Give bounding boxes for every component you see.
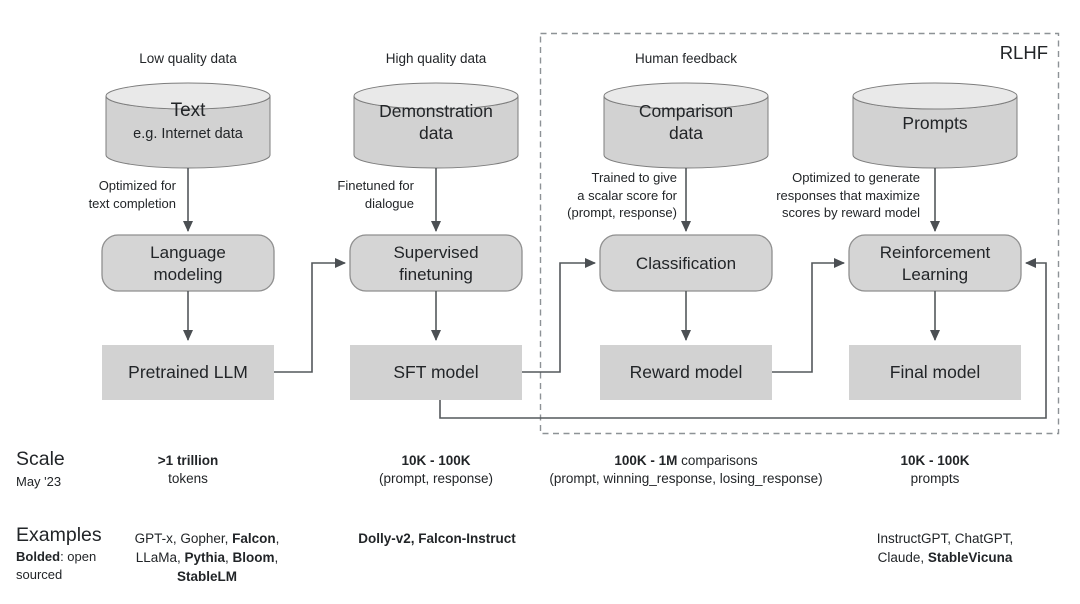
scale-sft-line1: 10K - 100K xyxy=(401,453,471,468)
examples-sft-line1: Dolly-v2, Falcon-Instruct xyxy=(358,531,516,546)
cylinder-prompts-title: Prompts xyxy=(902,113,968,133)
scale-prompts-line2: prompts xyxy=(910,471,960,486)
top-label-high-quality-data: High quality data xyxy=(385,51,487,66)
scale-tokens-line1: >1 trillion xyxy=(157,453,219,468)
examples-pretrained-line2: LLaMa, Pythia, Bloom, xyxy=(135,550,279,565)
model-label-final-model: Final model xyxy=(889,362,981,382)
scale-comparisons-line1: 100K - 1M comparisons xyxy=(614,453,758,468)
process-label-reinforcement-learning: Reinforcement Learning xyxy=(879,243,991,284)
rlhf-dashed-box xyxy=(539,32,1060,435)
top-label-human-feedback: Human feedback xyxy=(634,51,738,66)
model-label-sft-model: SFT model xyxy=(393,362,479,382)
model-label-reward-model: Reward model xyxy=(629,362,743,382)
cylinder-text-data xyxy=(105,82,271,169)
connector-reward-model-to-rl xyxy=(772,258,845,373)
scale-header: Scale xyxy=(16,448,65,470)
box-pretrained-llm xyxy=(102,345,274,400)
cylinder-comparison-title: Comparison data xyxy=(638,101,734,143)
examples-final-line1: InstructGPT, ChatGPT, xyxy=(876,531,1014,546)
box-sft-model xyxy=(350,345,522,400)
process-label-supervised-finetuning: Supervised finetuning xyxy=(393,243,479,284)
arrow-label-finetuned-dialogue: Finetuned for dialogue xyxy=(337,178,414,211)
cylinder-prompts xyxy=(852,82,1018,169)
examples-subheader-line1: Bolded: open xyxy=(16,549,97,564)
cylinder-text-title: Text xyxy=(170,100,206,121)
examples-subheader-line2: sourced xyxy=(16,567,63,582)
examples-final-line2: Claude, StableVicuna xyxy=(877,550,1013,565)
arrow-label-optimized-text-completion: Optimized for text completion xyxy=(88,178,176,211)
connector-sft-model-to-classification xyxy=(522,258,596,373)
cylinder-demonstration-title: Demonstration data xyxy=(379,101,493,143)
examples-header: Examples xyxy=(16,524,102,546)
scale-sft-line2: (prompt, response) xyxy=(378,471,494,486)
model-label-pretrained-llm: Pretrained LLM xyxy=(128,362,248,382)
connector-pretrained-to-supervised-finetuning xyxy=(274,258,346,373)
examples-pretrained-line3: StableLM xyxy=(176,569,237,584)
process-label-language-modeling: Language modeling xyxy=(150,243,226,284)
process-label-classification: Classification xyxy=(635,254,737,273)
rlhf-label: RLHF xyxy=(999,42,1048,63)
cylinder-demonstration-data xyxy=(353,82,519,169)
cylinder-text-subtitle: e.g. Internet data xyxy=(133,126,243,142)
scale-subheader: May '23 xyxy=(16,474,62,489)
arrow-label-scalar-score: Trained to give a scalar score for (prom… xyxy=(567,170,677,220)
box-reward-model xyxy=(600,345,772,400)
box-final-model xyxy=(849,345,1021,400)
cylinder-comparison-data xyxy=(603,82,769,169)
examples-pretrained-line1: GPT-x, Gopher, Falcon, xyxy=(134,531,280,546)
scale-comparisons-line2: (prompt, winning_response, losing_respon… xyxy=(549,471,823,486)
top-label-low-quality-data: Low quality data xyxy=(139,51,237,66)
connector-sft-model-to-rl-feedback xyxy=(439,258,1047,419)
arrow-label-maximize-scores: Optimized to generate responses that max… xyxy=(776,170,920,220)
scale-tokens-line2: tokens xyxy=(168,471,208,486)
scale-prompts-line1: 10K - 100K xyxy=(900,453,970,468)
